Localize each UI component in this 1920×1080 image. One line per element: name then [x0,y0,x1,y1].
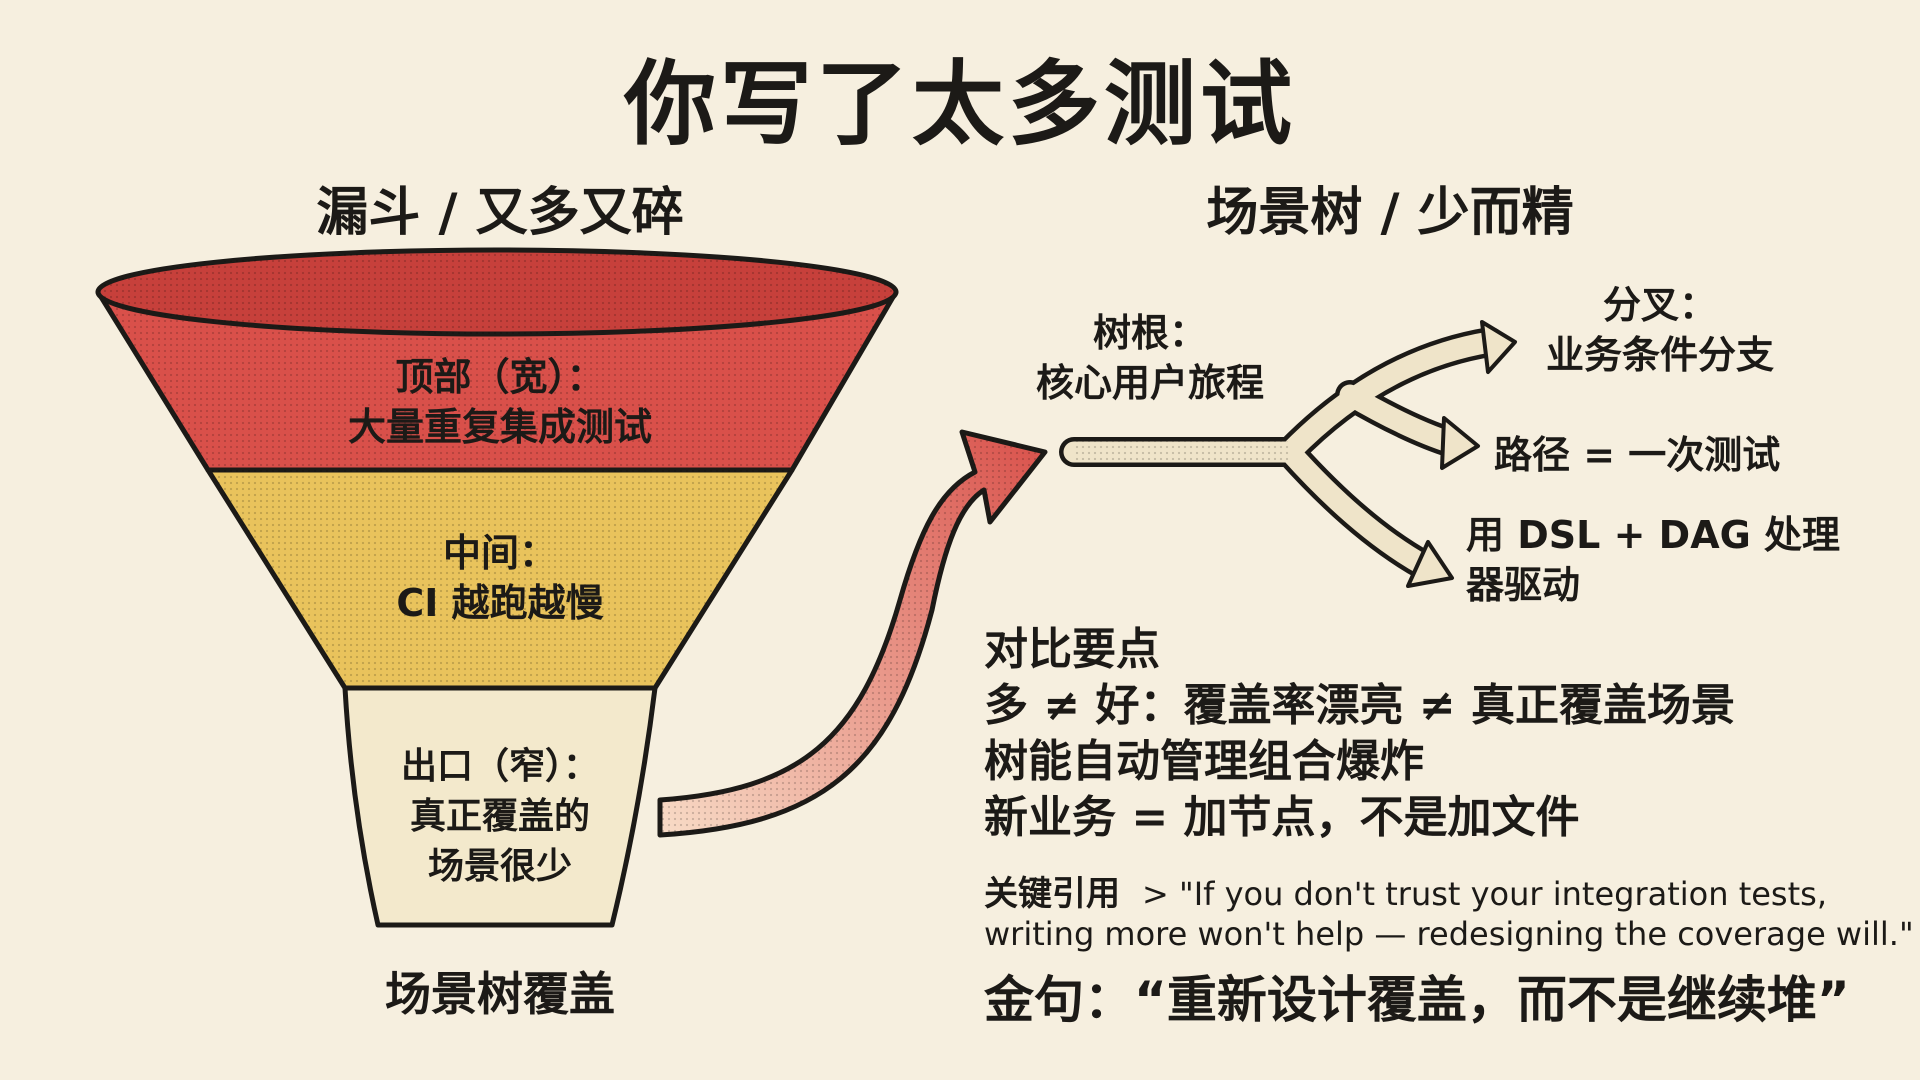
key-quote-label: 关键引用 [984,874,1120,914]
scenario-tree [1059,320,1517,588]
funnel-exit-label-line: 场景很少 [427,846,572,887]
funnel-exit-label: 出口（窄）： 真正覆盖的 场景很少 [360,742,640,892]
funnel-heading: 漏斗 / 又多又碎 [316,183,684,243]
funnel-middle-label-line: CI 越跑越慢 [396,581,604,625]
tree-heading: 场景树 / 少而精 [1206,183,1574,243]
funnel-middle-label: 中间： CI 越跑越慢 [250,528,750,628]
tree-dsl-label-line: 用 DSL + DAG 处理 [1466,513,1841,557]
comparison-point: 树能自动管理组合爆炸 [984,736,1424,787]
tree-path-label: 路径 = 一次测试 [1494,433,1781,477]
funnel-top-label: 顶部（宽）： 大量重复集成测试 [250,352,750,452]
comparison-points: 对比要点 多 ≠ 好：覆盖率漂亮 ≠ 真正覆盖场景 树能自动管理组合爆炸 新业务… [984,622,1735,846]
funnel [95,247,899,928]
funnel-top-label-line: 顶部（宽）： [395,355,605,399]
funnel-bottom-caption: 场景树覆盖 [385,967,615,1021]
tree-root-label-line: 树根： [1092,311,1207,355]
transition-arrow-texture [660,432,1045,835]
key-quote-line: writing more won't help — redesigning th… [984,915,1914,953]
comparison-point: 多 ≠ 好：覆盖率漂亮 ≠ 真正覆盖场景 [984,680,1736,731]
funnel-rim-texture [98,250,896,334]
tree-dsl-label: 用 DSL + DAG 处理 器驱动 [1466,510,1840,610]
funnel-top-section-texture [98,292,896,470]
key-quote: 关键引用 > "If you don't trust your integrati… [984,874,1914,954]
tree-fork-label-line: 业务条件分支 [1545,333,1774,377]
funnel-exit-label-line: 出口（窄）： [400,746,599,787]
funnel-middle-section-texture [208,470,792,688]
funnel-top-label-line: 大量重复集成测试 [347,405,652,449]
funnel-middle-label-line: 中间： [442,531,557,575]
funnel-exit-label-line: 真正覆盖的 [409,796,590,837]
golden-sentence: 金句：“重新设计覆盖，而不是继续堆” [984,971,1850,1029]
funnel-exit-section [342,685,658,928]
tree-root-label: 树根： 核心用户旅程 [1000,308,1300,408]
fork-arrowhead [1480,320,1517,374]
comparison-point: 新业务 = 加节点，不是加文件 [984,792,1580,843]
tree-dsl-label-line: 器驱动 [1466,563,1581,607]
tree-fork-label: 分叉： 业务条件分支 [1520,280,1800,380]
key-quote-line: > "If you don't trust your integration t… [1142,875,1827,913]
path-arrowhead [1440,416,1480,470]
dsl-arrowhead [1406,540,1454,588]
comparison-points-heading: 对比要点 [984,624,1160,675]
tree-root-label-line: 核心用户旅程 [1035,361,1264,405]
page-title: 你写了太多测试 [623,51,1296,158]
tree-fork-label-line: 分叉： [1602,283,1717,327]
